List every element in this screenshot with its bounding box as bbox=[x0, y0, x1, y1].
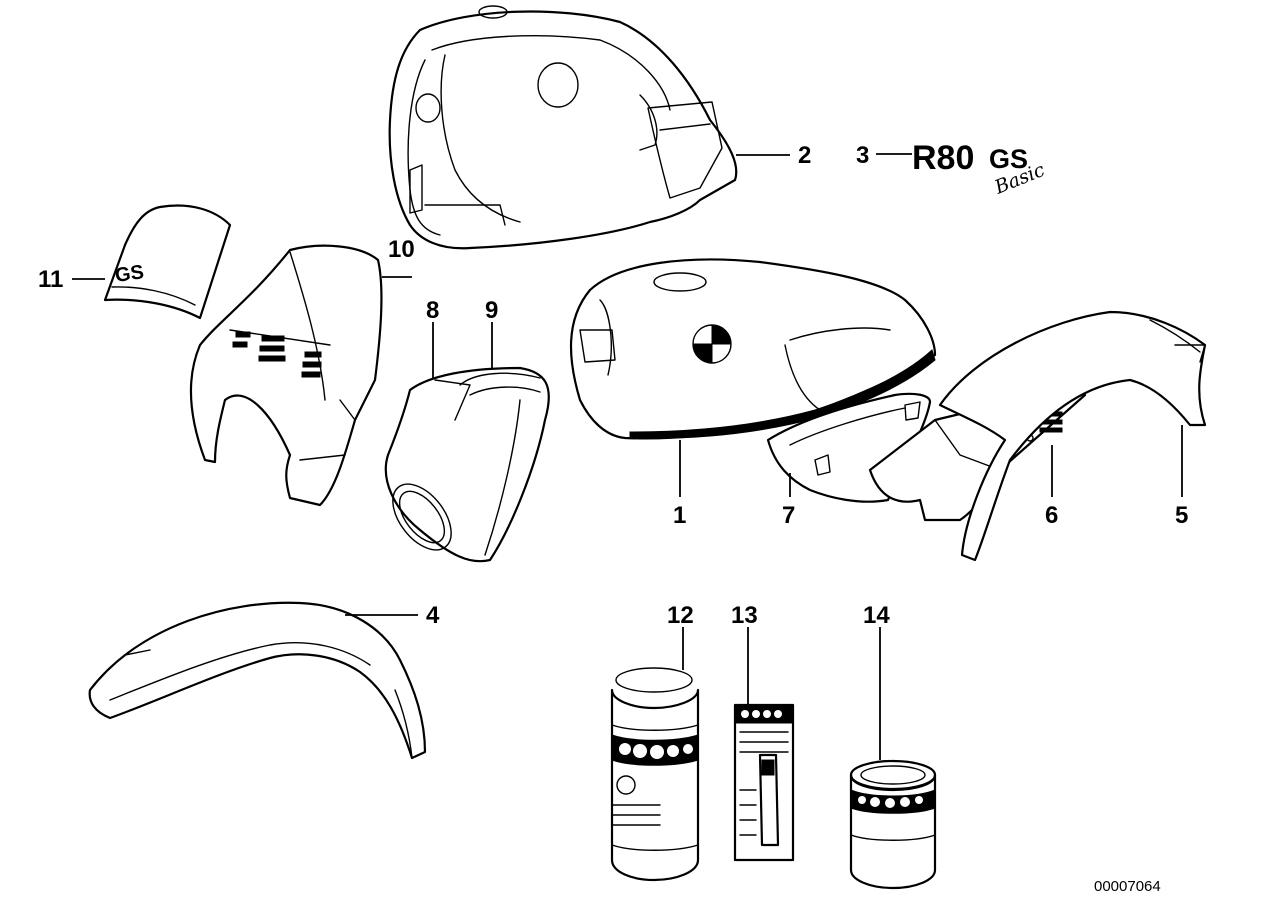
callout-10: 10 bbox=[388, 236, 415, 263]
callout-9: 9 bbox=[485, 297, 498, 324]
callout-1: 1 bbox=[673, 502, 686, 529]
callout-12: 12 bbox=[667, 602, 694, 629]
decal-badge-text: GS bbox=[114, 261, 146, 287]
callout-2: 2 bbox=[798, 142, 811, 169]
document-number: 00007064 bbox=[1094, 878, 1161, 895]
callout-7: 7 bbox=[782, 502, 795, 529]
part-4-front-mudguard bbox=[88, 601, 427, 760]
callout-14: 14 bbox=[863, 602, 890, 629]
part-11-decal: GS bbox=[103, 204, 232, 320]
callout-5: 5 bbox=[1175, 502, 1188, 529]
callout-3: 3 bbox=[856, 142, 869, 169]
part-5-rear-mudguard bbox=[938, 310, 1207, 562]
fairing-vent-slots bbox=[232, 331, 322, 378]
callout-8: 8 bbox=[426, 297, 439, 324]
part-10-headlight-fairing bbox=[189, 244, 383, 507]
part-1-fuel-tank bbox=[569, 258, 937, 440]
part-3-model-badge: R80 GS Basic bbox=[912, 139, 1048, 199]
part-12-spray-can bbox=[610, 667, 700, 882]
callout-4: 4 bbox=[426, 602, 440, 629]
model-badge-prefix: R80 bbox=[912, 139, 974, 177]
callout-6: 6 bbox=[1045, 502, 1058, 529]
part-8-9-headlight-housing bbox=[384, 366, 550, 563]
model-badge-suffix: GS bbox=[989, 144, 1028, 174]
part-14-paint-tin bbox=[849, 759, 937, 890]
part-2-fuel-tank-rear bbox=[388, 5, 738, 250]
callout-11: 11 bbox=[38, 266, 63, 293]
part-13-touch-up-pen bbox=[733, 703, 795, 862]
callout-13: 13 bbox=[731, 602, 758, 629]
